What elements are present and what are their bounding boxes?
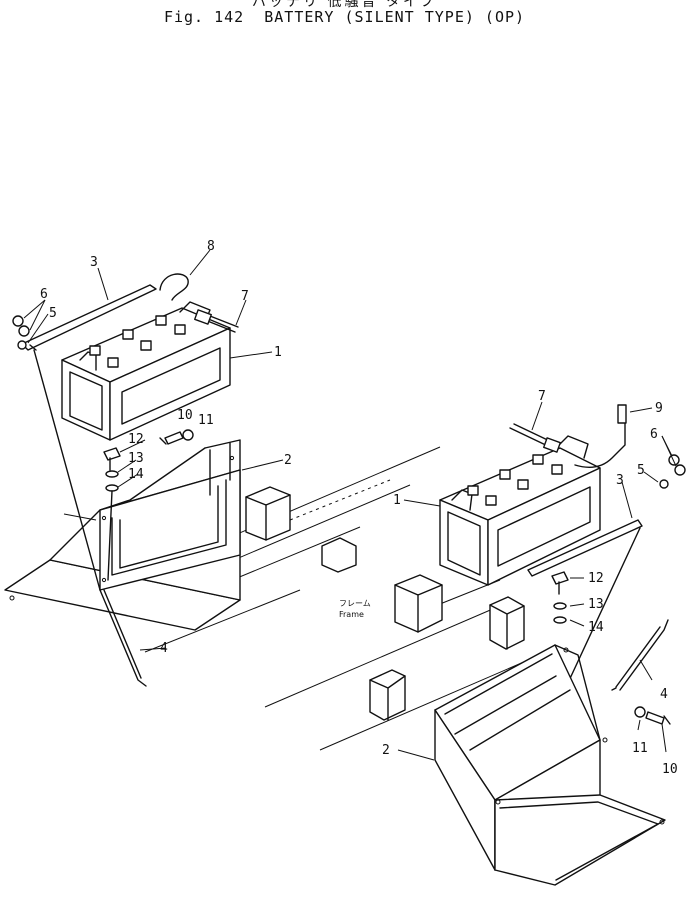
- callout-left-7: 7: [241, 289, 249, 304]
- callout-left-2: 2: [284, 453, 292, 468]
- right-rod: [559, 527, 669, 701]
- callout-right-1: 1: [393, 493, 401, 508]
- callout-right-10: 10: [662, 762, 678, 777]
- left-rod: [33, 349, 147, 687]
- right-battery: [439, 435, 601, 586]
- left-battery: [61, 301, 231, 441]
- callout-left-13: 13: [128, 451, 144, 466]
- left-cables: [159, 273, 239, 333]
- callout-right-14: 14: [588, 620, 604, 635]
- callout-right-7: 7: [538, 389, 546, 404]
- left-leader-lines: [23, 249, 284, 651]
- callout-left-4: 4: [160, 641, 168, 656]
- frame-label-en: Frame: [339, 610, 364, 619]
- callout-left-14: 14: [128, 467, 144, 482]
- callout-right-2: 2: [382, 743, 390, 758]
- callout-right-3: 3: [616, 473, 624, 488]
- right-leader-lines: [397, 401, 677, 761]
- callout-left-5: 5: [49, 306, 57, 321]
- callout-right-4: 4: [660, 687, 668, 702]
- callout-right-13: 13: [588, 597, 604, 612]
- callout-left-8: 8: [207, 239, 215, 254]
- japanese-title: バッテリ 低騒音 タイプ: [252, 0, 437, 10]
- right-battery-box: [434, 644, 666, 886]
- right-cables: [509, 404, 627, 468]
- frame-label-jp: フレーム: [339, 599, 371, 608]
- callout-right-9: 9: [655, 401, 663, 416]
- callout-left-10: 10: [177, 408, 193, 423]
- left-hold-down-bar: [21, 284, 157, 351]
- right-nuts-washers: [659, 454, 686, 489]
- callout-right-11: 11: [632, 741, 648, 756]
- frame-brackets: [245, 486, 525, 721]
- callout-left-12: 12: [128, 432, 144, 447]
- callout-left-1: 1: [274, 345, 282, 360]
- callout-right-5: 5: [637, 463, 645, 478]
- callout-left-3: 3: [90, 255, 98, 270]
- left-hardware: [103, 429, 194, 581]
- left-nuts-washers: [12, 315, 30, 350]
- callout-left-11: 11: [198, 413, 214, 428]
- callout-left-6: 6: [40, 287, 48, 302]
- right-hold-down-bar: [527, 519, 643, 577]
- figure-title: Fig. 142 BATTERY (SILENT TYPE) (OP): [163, 8, 526, 26]
- callout-right-12: 12: [588, 571, 604, 586]
- left-battery-box: [4, 439, 241, 631]
- callout-right-6: 6: [650, 427, 658, 442]
